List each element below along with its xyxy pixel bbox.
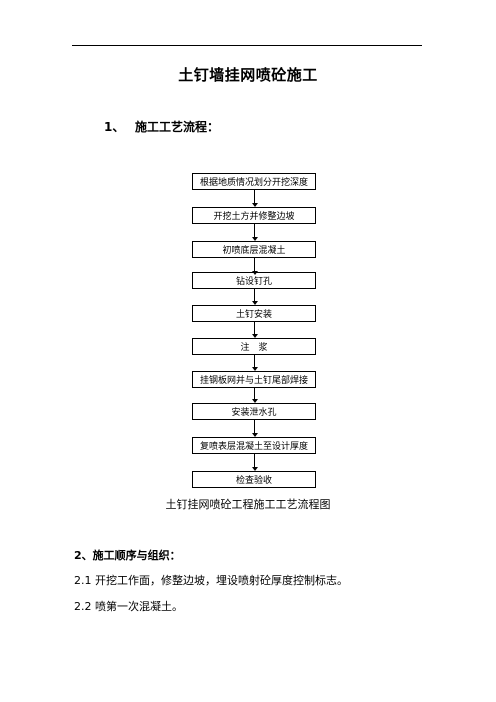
flow-connector: [254, 224, 255, 237]
flow-connector: [254, 355, 255, 368]
arrow-down-icon: [251, 399, 258, 403]
flow-connector: [254, 454, 255, 467]
flow-step-5: 土钉安装: [192, 305, 316, 322]
flow-step-9: 复喷表层混凝土至设计厚度: [192, 437, 316, 454]
arrow-down-icon: [251, 433, 258, 437]
flow-connector: [254, 190, 255, 203]
flow-step-1: 根据地质情况划分开挖深度: [192, 173, 316, 190]
arrow-down-icon: [251, 271, 258, 275]
flow-step-7: 挂钢板网并与土钉尾部焊接: [192, 371, 316, 388]
flow-connector: [254, 289, 255, 303]
flow-step-10: 检查验收: [192, 471, 316, 488]
arrow-down-icon: [251, 334, 258, 338]
section1-heading: 施工工艺流程：: [135, 120, 220, 134]
section1-number: 1、: [104, 120, 125, 134]
flow-connector: [254, 420, 255, 434]
document-title: 土钉墙挂网喷砼施工: [178, 66, 318, 84]
arrow-down-icon: [251, 237, 258, 241]
flowchart-caption: 土钉挂网喷砼工程施工工艺流程图: [165, 498, 331, 511]
arrow-down-icon: [251, 301, 258, 305]
flow-step-6: 注 浆: [192, 338, 316, 355]
arrow-down-icon: [251, 467, 258, 471]
flow-step-3: 初喷底层混凝土: [192, 241, 316, 258]
flow-connector: [254, 388, 255, 401]
flow-connector: [254, 322, 255, 335]
flow-connector: [254, 258, 255, 271]
arrow-down-icon: [251, 367, 258, 371]
header-rule: [72, 45, 422, 46]
arrow-down-icon: [251, 203, 258, 207]
paragraph-2-2: 2.2 喷第一次混凝土。: [74, 600, 183, 613]
paragraph-2-1: 2.1 开挖工作面，修整边坡，埋设喷射砼厚度控制标志。: [74, 574, 348, 587]
flow-step-8: 安装泄水孔: [192, 403, 316, 420]
flow-step-4: 钻设钉孔: [192, 272, 316, 289]
section2-heading: 2、施工顺序与组织：: [74, 549, 181, 562]
flow-step-2: 开挖土方并修整边坡: [192, 207, 316, 224]
